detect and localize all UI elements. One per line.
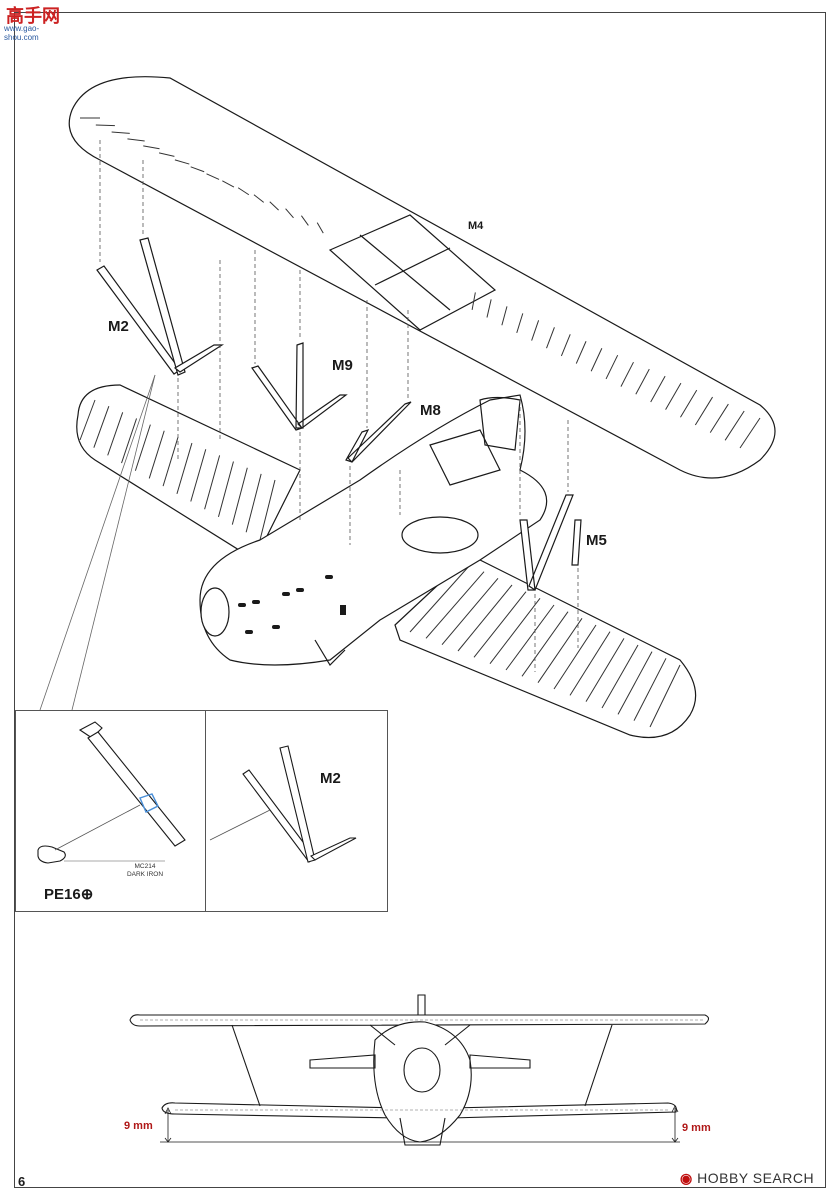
label-strut-left: M2 — [108, 318, 129, 335]
detail-part-symbol: ⊕ — [80, 886, 94, 903]
dimension-left: 9 mm — [124, 1120, 153, 1132]
detail-inset-box — [15, 710, 388, 912]
cowling-front — [200, 587, 230, 637]
paint-name: DARK IRON — [126, 871, 164, 878]
strut-m2-part — [139, 237, 186, 376]
lower-right-wing — [394, 554, 697, 739]
paint-note: MC214 DARK IRON — [115, 863, 175, 879]
strut-m5 — [519, 494, 582, 591]
watermark-brand: 高手网 — [6, 6, 60, 26]
footer-logo: ◉ HOBBY SEARCH — [680, 1170, 814, 1187]
undercarriage — [314, 639, 346, 666]
footer-brand: HOBBY SEARCH — [697, 1170, 815, 1186]
assembly-guides — [99, 140, 579, 672]
label-strut-cabane-rear: M8 — [420, 402, 441, 419]
watermark-domain: www.gao-shou.com — [4, 24, 40, 42]
cockpit — [429, 429, 501, 486]
tail-fin — [479, 396, 521, 451]
lower-wing-ribs — [79, 399, 681, 728]
detail-part-code: PE16 — [44, 886, 81, 903]
fuselage — [199, 394, 548, 666]
label-detail-part: PE16⊕ — [44, 885, 93, 903]
front-view — [129, 994, 710, 1146]
upper-wing-center — [328, 214, 497, 331]
strut-m2-part — [173, 344, 225, 373]
page-number: 6 — [18, 1174, 26, 1189]
hobby-search-mark: ◉ — [680, 1170, 693, 1186]
page-frame — [14, 12, 826, 1188]
dimension-lines — [160, 1105, 680, 1143]
fuselage-window — [401, 516, 479, 554]
strut-m8 — [345, 401, 412, 463]
front-view-panel-lines — [140, 1019, 705, 1111]
detail-inset-divider — [205, 710, 206, 912]
paint-code: MC214 — [134, 863, 156, 870]
watermark-logo: 高手网 www.gao-shou.com — [2, 2, 72, 42]
dimension-right: 9 mm — [682, 1122, 711, 1134]
label-upper-wing: M4 — [468, 220, 484, 232]
upper-wing-ribs — [80, 117, 761, 449]
label-strut-cabane-front: M9 — [332, 357, 353, 374]
label-strut-right: M5 — [586, 532, 607, 549]
upper-wing — [68, 76, 776, 479]
label-detail-strut: M2 — [320, 770, 341, 787]
strut-m9 — [251, 342, 348, 431]
